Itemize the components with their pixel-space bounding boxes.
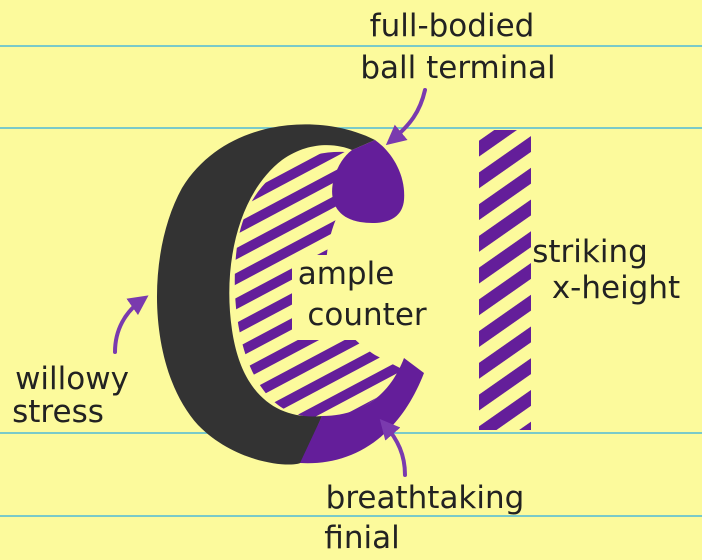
- ball-terminal-shape: [332, 140, 405, 223]
- finial-label-line2: finial: [324, 520, 399, 556]
- counter-label-bg: [292, 255, 442, 340]
- finial-label-line1: breathtaking: [326, 480, 525, 516]
- finial-arrow-icon: [379, 418, 407, 477]
- stress-label-line1: willowy: [15, 361, 129, 397]
- x-height-stem-hatch: [479, 130, 531, 430]
- finial-shape: [300, 358, 424, 464]
- x-height-label-line1: striking: [532, 234, 648, 270]
- stress-arrow-icon: [113, 295, 149, 354]
- counter-label-line2: counter: [307, 297, 427, 333]
- counter-label-line1: ample: [298, 256, 395, 292]
- x-height-label-line2: x-height: [552, 270, 680, 306]
- letter-c-stroke: [156, 124, 375, 465]
- ball-terminal-arrow-icon: [385, 88, 427, 146]
- ball-terminal-label-line1: full-bodied: [370, 8, 535, 44]
- ball-terminal-label-line2: ball terminal: [360, 50, 555, 86]
- stress-label-line2: stress: [12, 394, 104, 430]
